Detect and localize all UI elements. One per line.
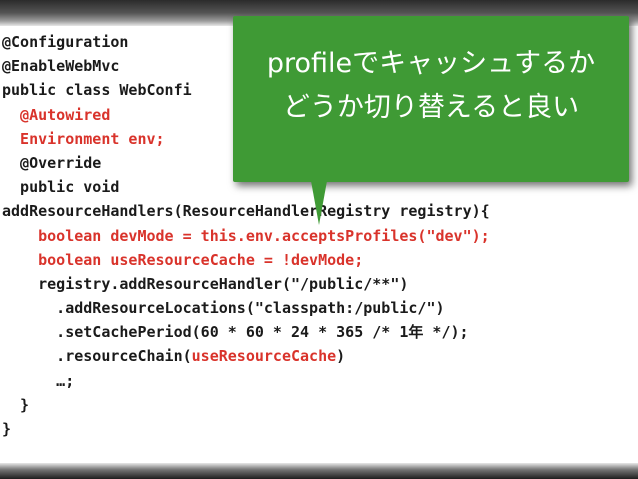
code-line: .addResourceLocations("classpath:/public… bbox=[2, 296, 638, 320]
bottom-shadow-strip bbox=[0, 463, 638, 479]
code-block: @Configuration @EnableWebMvc public class … bbox=[2, 30, 638, 441]
code-highlight-segment: boolean devMode = this.env.acceptsProfil… bbox=[2, 226, 490, 245]
code-segment: @Override bbox=[2, 153, 102, 172]
code-line: Environment env; bbox=[2, 127, 638, 151]
code-segment: } bbox=[2, 395, 30, 414]
code-segment: registry.addResourceHandler("/public/**"… bbox=[2, 274, 409, 293]
code-line: …; bbox=[2, 369, 638, 393]
callout-text: profileでキャッシュするか どうか切り替えると良い bbox=[233, 42, 629, 130]
code-segment: .setCachePeriod(60 * 60 * 24 * 365 /* 1年… bbox=[2, 323, 469, 342]
code-line: @Configuration bbox=[2, 30, 638, 54]
code-segment: …; bbox=[2, 371, 75, 390]
code-highlight-segment: boolean useResourceCache = !devMode; bbox=[2, 250, 364, 269]
code-highlight-segment: @Autowired bbox=[2, 105, 111, 124]
code-line: .resourceChain(useResourceCache) bbox=[2, 344, 638, 368]
code-segment: .addResourceLocations("classpath:/public… bbox=[2, 299, 445, 318]
callout-box: profileでキャッシュするか どうか切り替えると良い bbox=[233, 16, 629, 182]
code-line: boolean useResourceCache = !devMode; bbox=[2, 248, 638, 272]
code-line: .setCachePeriod(60 * 60 * 24 * 365 /* 1年… bbox=[2, 320, 638, 344]
code-line: @Autowired bbox=[2, 103, 638, 127]
code-segment: public void bbox=[2, 178, 120, 197]
code-segment: @EnableWebMvc bbox=[2, 57, 120, 76]
code-highlight-segment: useResourceCache bbox=[191, 347, 337, 366]
code-segment: @Configuration bbox=[2, 33, 129, 51]
code-segment: addResourceHandlers(ResourceHandlerRegis… bbox=[2, 202, 490, 221]
code-line: registry.addResourceHandler("/public/**"… bbox=[2, 272, 638, 296]
callout-line-2: どうか切り替えると良い bbox=[282, 92, 580, 123]
code-line: @Override bbox=[2, 151, 638, 175]
code-segment: } bbox=[2, 420, 12, 438]
code-segment: .resourceChain( bbox=[2, 347, 192, 366]
code-segment: ) bbox=[336, 347, 346, 366]
callout-line-1: profileでキャッシュするか bbox=[266, 48, 596, 79]
code-line: boolean devMode = this.env.acceptsProfil… bbox=[2, 224, 638, 248]
code-line: public void bbox=[2, 175, 638, 199]
code-segment: public class WebConfi bbox=[2, 81, 192, 100]
code-line: addResourceHandlers(ResourceHandlerRegis… bbox=[2, 199, 638, 223]
code-highlight-segment: Environment env; bbox=[2, 129, 165, 148]
code-line: } bbox=[2, 393, 638, 417]
code-line: @EnableWebMvc bbox=[2, 54, 638, 78]
code-line: } bbox=[2, 417, 638, 441]
code-line: public class WebConfi bbox=[2, 78, 638, 102]
